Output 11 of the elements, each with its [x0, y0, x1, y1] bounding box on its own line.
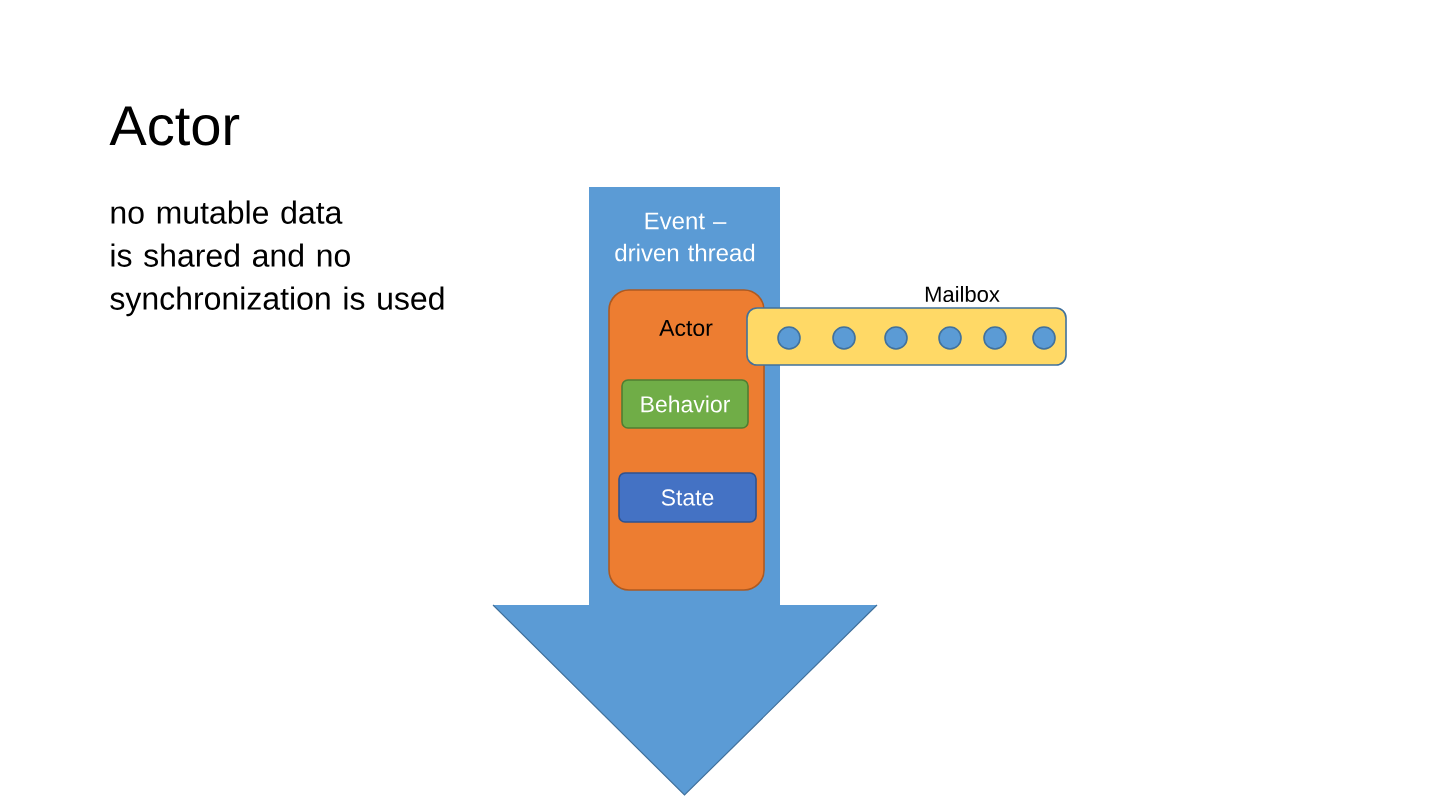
message-circle — [832, 326, 856, 350]
message-circle — [884, 326, 908, 350]
message-circle — [777, 326, 801, 350]
component-box: State — [618, 472, 757, 523]
message-circle — [1032, 326, 1056, 350]
message-circle — [938, 326, 962, 350]
message-circle — [983, 326, 1007, 350]
component-box: Behavior — [621, 379, 749, 429]
slide-title: Actor — [109, 106, 240, 146]
node-label: Mailbox — [925, 285, 1000, 303]
body-text: no mutable data is shared and no synchronization is used — [110, 200, 444, 317]
